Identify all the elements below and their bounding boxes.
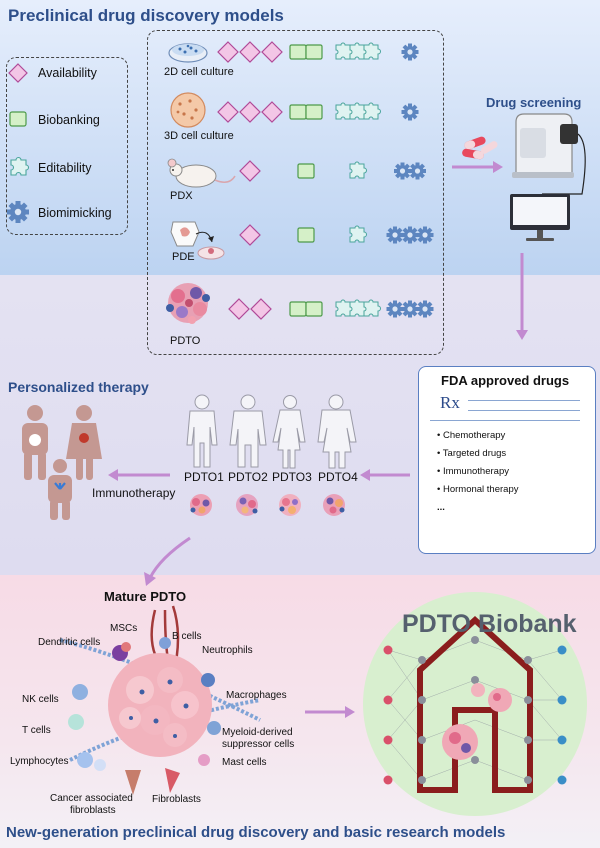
model-label-pdto: PDTO — [170, 335, 201, 347]
fda-list: • Chemotherapy • Targeted drugs • Immuno… — [437, 427, 518, 517]
model-label-3d: 3D cell culture — [164, 130, 234, 142]
biomimicking-4 — [386, 226, 434, 244]
fda-item-4: • Hormonal therapy — [437, 484, 519, 495]
availability-3 — [239, 160, 261, 182]
square-icon — [9, 111, 27, 127]
monitor-icon — [510, 194, 570, 241]
diamond-icon — [8, 63, 28, 83]
models-box — [147, 30, 444, 355]
rx-symbol: Rx — [440, 393, 460, 412]
tissue-pde-icon — [170, 221, 225, 260]
petri-dish-2d-icon — [168, 43, 208, 63]
editability-3 — [349, 161, 367, 179]
legend-biomimicking: Biomimicking — [38, 206, 112, 220]
availability-1 — [217, 41, 283, 63]
biobanking-1 — [289, 44, 323, 60]
arrow-to-mature-pdto — [144, 536, 191, 586]
label-mscs: MSCs — [110, 623, 138, 634]
biobank-network — [363, 592, 587, 816]
availability-4 — [239, 224, 261, 246]
biobank-title: PDTO Biobank — [402, 610, 577, 638]
pdto-organoids — [190, 494, 345, 516]
fda-item-more: ... — [437, 502, 445, 513]
footer-title: New-generation preclinical drug discover… — [6, 824, 506, 841]
legend-biobanking: Biobanking — [38, 113, 100, 127]
arrow-to-fda — [516, 253, 528, 340]
organoid-pdto-icon — [166, 283, 210, 324]
spheroid-3d-icon — [170, 92, 206, 128]
legend-availability: Availability — [38, 66, 97, 80]
patient-silhouettes — [186, 394, 357, 469]
label-mdsc-line2: suppressor cells — [222, 739, 295, 750]
biobanking-4 — [297, 227, 315, 243]
pills-icon — [462, 136, 498, 160]
label-caf-line2: fibroblasts — [70, 805, 116, 816]
arrow-pdto-to-patients — [108, 469, 170, 481]
label-macrophages: Macrophages — [226, 690, 287, 701]
mature-pdto-illustration — [59, 605, 261, 795]
screening-machine-icon — [512, 113, 586, 195]
rx-line-1 — [468, 400, 580, 401]
rx-line-3 — [430, 420, 580, 421]
arrow-fda-to-pdto — [360, 469, 410, 481]
fda-item-1: • Chemotherapy — [437, 430, 506, 441]
availability-5 — [228, 298, 272, 320]
model-label-2d: 2D cell culture — [164, 66, 234, 78]
label-t-cells: T cells — [22, 725, 51, 736]
fda-item-2: • Targeted drugs — [437, 448, 507, 459]
patients-icon — [22, 405, 102, 520]
label-mast-cells: Mast cells — [222, 757, 267, 768]
personalized-therapy-title: Personalized therapy — [8, 379, 149, 395]
mouse-pdx-icon — [167, 158, 236, 188]
label-caf-line1: Cancer associated — [50, 793, 133, 804]
editability-1 — [335, 42, 381, 60]
puzzle-icon — [10, 156, 30, 176]
model-label-pdx: PDX — [170, 190, 193, 202]
immunotherapy-label: Immunotherapy — [92, 486, 176, 500]
label-mdsc-line1: Myeloid-derived — [222, 727, 293, 738]
legend-editability: Editability — [38, 161, 92, 175]
biomimicking-1 — [401, 43, 419, 61]
biobanking-5 — [289, 301, 323, 317]
label-fibroblasts: Fibroblasts — [152, 794, 201, 805]
arrow-to-biobank — [305, 706, 355, 718]
editability-5 — [335, 299, 381, 317]
label-dendritic-cells: Dendritic cells — [38, 637, 101, 648]
biobanking-3 — [297, 163, 315, 179]
label-neutrophils: Neutrophils — [202, 645, 253, 656]
mature-pdto-title: Mature PDTO — [104, 589, 187, 604]
biomimicking-5 — [386, 300, 434, 318]
arrow-to-screening — [452, 161, 503, 173]
fda-box — [418, 366, 596, 554]
legend-box — [6, 57, 128, 235]
main-title: Preclinical drug discovery models — [8, 6, 284, 25]
fda-item-3: • Immunotherapy — [437, 466, 509, 477]
label-lymphocytes: Lymphocytes — [10, 756, 69, 767]
biomimicking-2 — [401, 103, 419, 121]
model-label-pde: PDE — [172, 251, 195, 263]
biobanking-2 — [289, 104, 323, 120]
pdto2-label: PDTO2 — [228, 470, 268, 484]
label-nk-cells: NK cells — [22, 694, 59, 705]
drug-screening-title: Drug screening — [486, 95, 582, 110]
pdto3-label: PDTO3 — [272, 470, 312, 484]
pdto1-label: PDTO1 — [184, 470, 224, 484]
fda-title: FDA approved drugs — [441, 373, 570, 388]
gear-icon — [7, 201, 29, 223]
pdto4-label: PDTO4 — [318, 470, 358, 484]
biomimicking-3 — [394, 162, 426, 180]
editability-2 — [335, 102, 381, 120]
label-b-cells: B cells — [172, 631, 202, 642]
availability-2 — [217, 101, 283, 123]
rx-line-2 — [468, 410, 580, 411]
editability-4 — [349, 225, 367, 243]
